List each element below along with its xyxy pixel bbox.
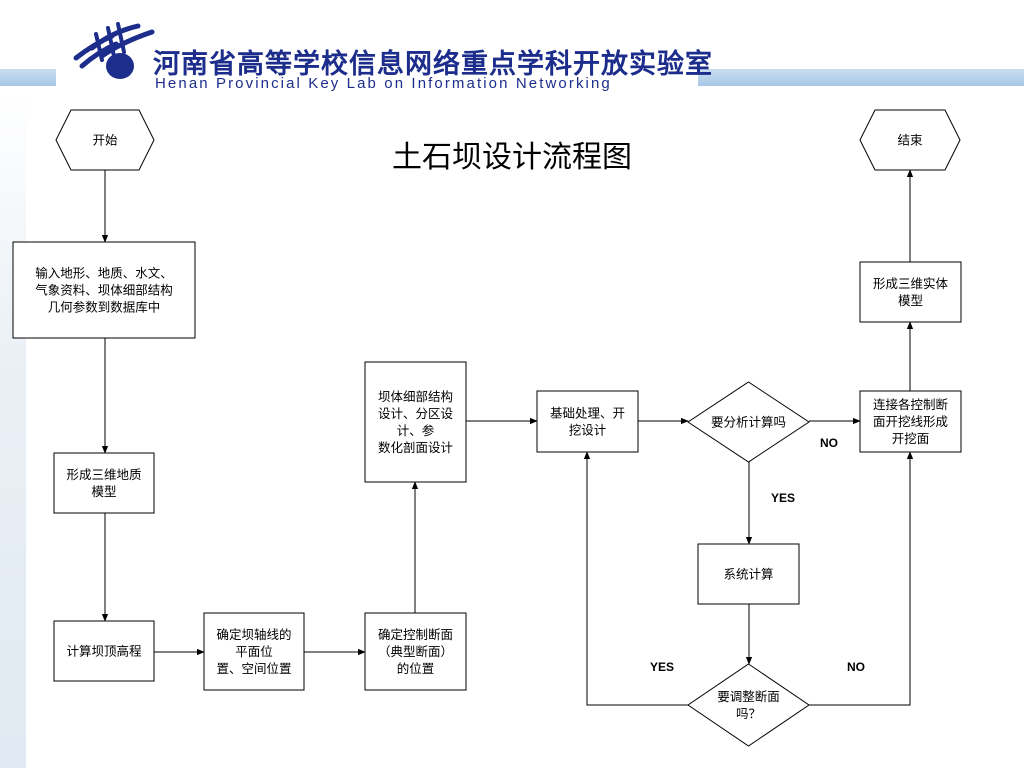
node-shape-geo3d	[53, 452, 155, 514]
header-band-right	[698, 69, 1024, 86]
node-text-input-0: 输入地形、地质、水文、	[35, 265, 173, 280]
node-text-crest-0: 计算坝顶高程	[66, 643, 142, 658]
header-band-left	[0, 69, 56, 86]
node-text-axis-2: 置、空间位置	[216, 661, 291, 676]
node-shape-connect	[859, 390, 962, 453]
edge-label-adjust-to-found: YES	[650, 660, 674, 674]
node-text-connect-2: 开挖面	[892, 431, 930, 446]
node-crest: 计算坝顶高程	[53, 620, 155, 682]
node-text-adjust-0: 要调整断面	[717, 689, 780, 704]
node-shape-found	[536, 390, 639, 453]
node-text-axis-1: 平面位	[235, 644, 273, 659]
node-text-connect-1: 面开挖线形成	[873, 414, 948, 429]
node-text-section-2: 的位置	[397, 661, 435, 676]
node-text-section-0: 确定控制断面	[378, 627, 453, 642]
node-text-detail-0: 坝体细部结构	[378, 389, 453, 404]
node-end: 结束	[859, 109, 961, 171]
node-text-found-0: 基础处理、开	[550, 405, 625, 420]
node-shape-detail	[364, 361, 467, 483]
node-shape-end	[859, 109, 961, 171]
node-text-input-2: 几何参数到数据库中	[48, 299, 161, 314]
node-text-connect-0: 连接各控制断	[873, 397, 948, 412]
node-text-detail-1: 设计、分区设	[378, 406, 454, 421]
node-text-geo3d-1: 模型	[91, 484, 116, 499]
node-shape-adjust	[687, 663, 810, 747]
node-text-start-0: 开始	[92, 132, 118, 147]
node-text-section-1: （典型断面）	[378, 644, 453, 659]
diagram-title: 土石坝设计流程图	[392, 140, 632, 175]
edge-label-analyze-to-calc: YES	[771, 491, 795, 505]
node-shape-start	[55, 109, 155, 171]
node-text-geo3d-0: 形成三维地质	[66, 467, 141, 482]
node-shape-axis	[203, 612, 305, 691]
edge-label-analyze-to-connect: NO	[820, 436, 838, 450]
node-analyze: 要分析计算吗	[687, 381, 810, 463]
edge-label-adjust-to-connect: NO	[847, 660, 865, 674]
lab-name-cn: 河南省高等学校信息网络重点学科开放实验室	[153, 49, 713, 80]
node-text-end-0: 结束	[897, 132, 923, 147]
node-text-axis-0: 确定坝轴线的	[216, 627, 291, 642]
node-shape-solid3d	[859, 261, 962, 323]
node-text-detail-2: 计、参	[397, 423, 435, 438]
edge-adjust-to-found	[583, 451, 688, 706]
node-text-calc-0: 系统计算	[723, 566, 773, 581]
lab-logo-icon	[73, 22, 155, 79]
node-calc: 系统计算	[697, 543, 800, 605]
edge-adjust-to-connect	[809, 451, 914, 706]
node-shape-calc	[697, 543, 800, 605]
node-section: 确定控制断面 （典型断面） 的位置	[364, 612, 467, 691]
node-text-solid3d-1: 模型	[898, 293, 923, 308]
node-shape-crest	[53, 620, 155, 682]
node-shape-section	[364, 612, 467, 691]
node-shape-input	[12, 241, 196, 339]
node-text-input-1: 气象资料、坝体细部结构	[35, 282, 173, 297]
node-text-detail-3: 数化剖面设计	[378, 440, 453, 455]
node-text-analyze-0: 要分析计算吗	[711, 414, 786, 429]
node-text-solid3d-0: 形成三维实体	[873, 276, 949, 291]
node-text-found-1: 挖设计	[569, 422, 607, 437]
background-gradient	[0, 90, 26, 768]
node-shape-analyze	[687, 381, 810, 463]
node-start: 开始	[55, 109, 155, 171]
node-text-adjust-1: 吗？	[736, 706, 761, 721]
lab-name-en: Henan Provincial Key Lab on Information …	[155, 75, 612, 92]
